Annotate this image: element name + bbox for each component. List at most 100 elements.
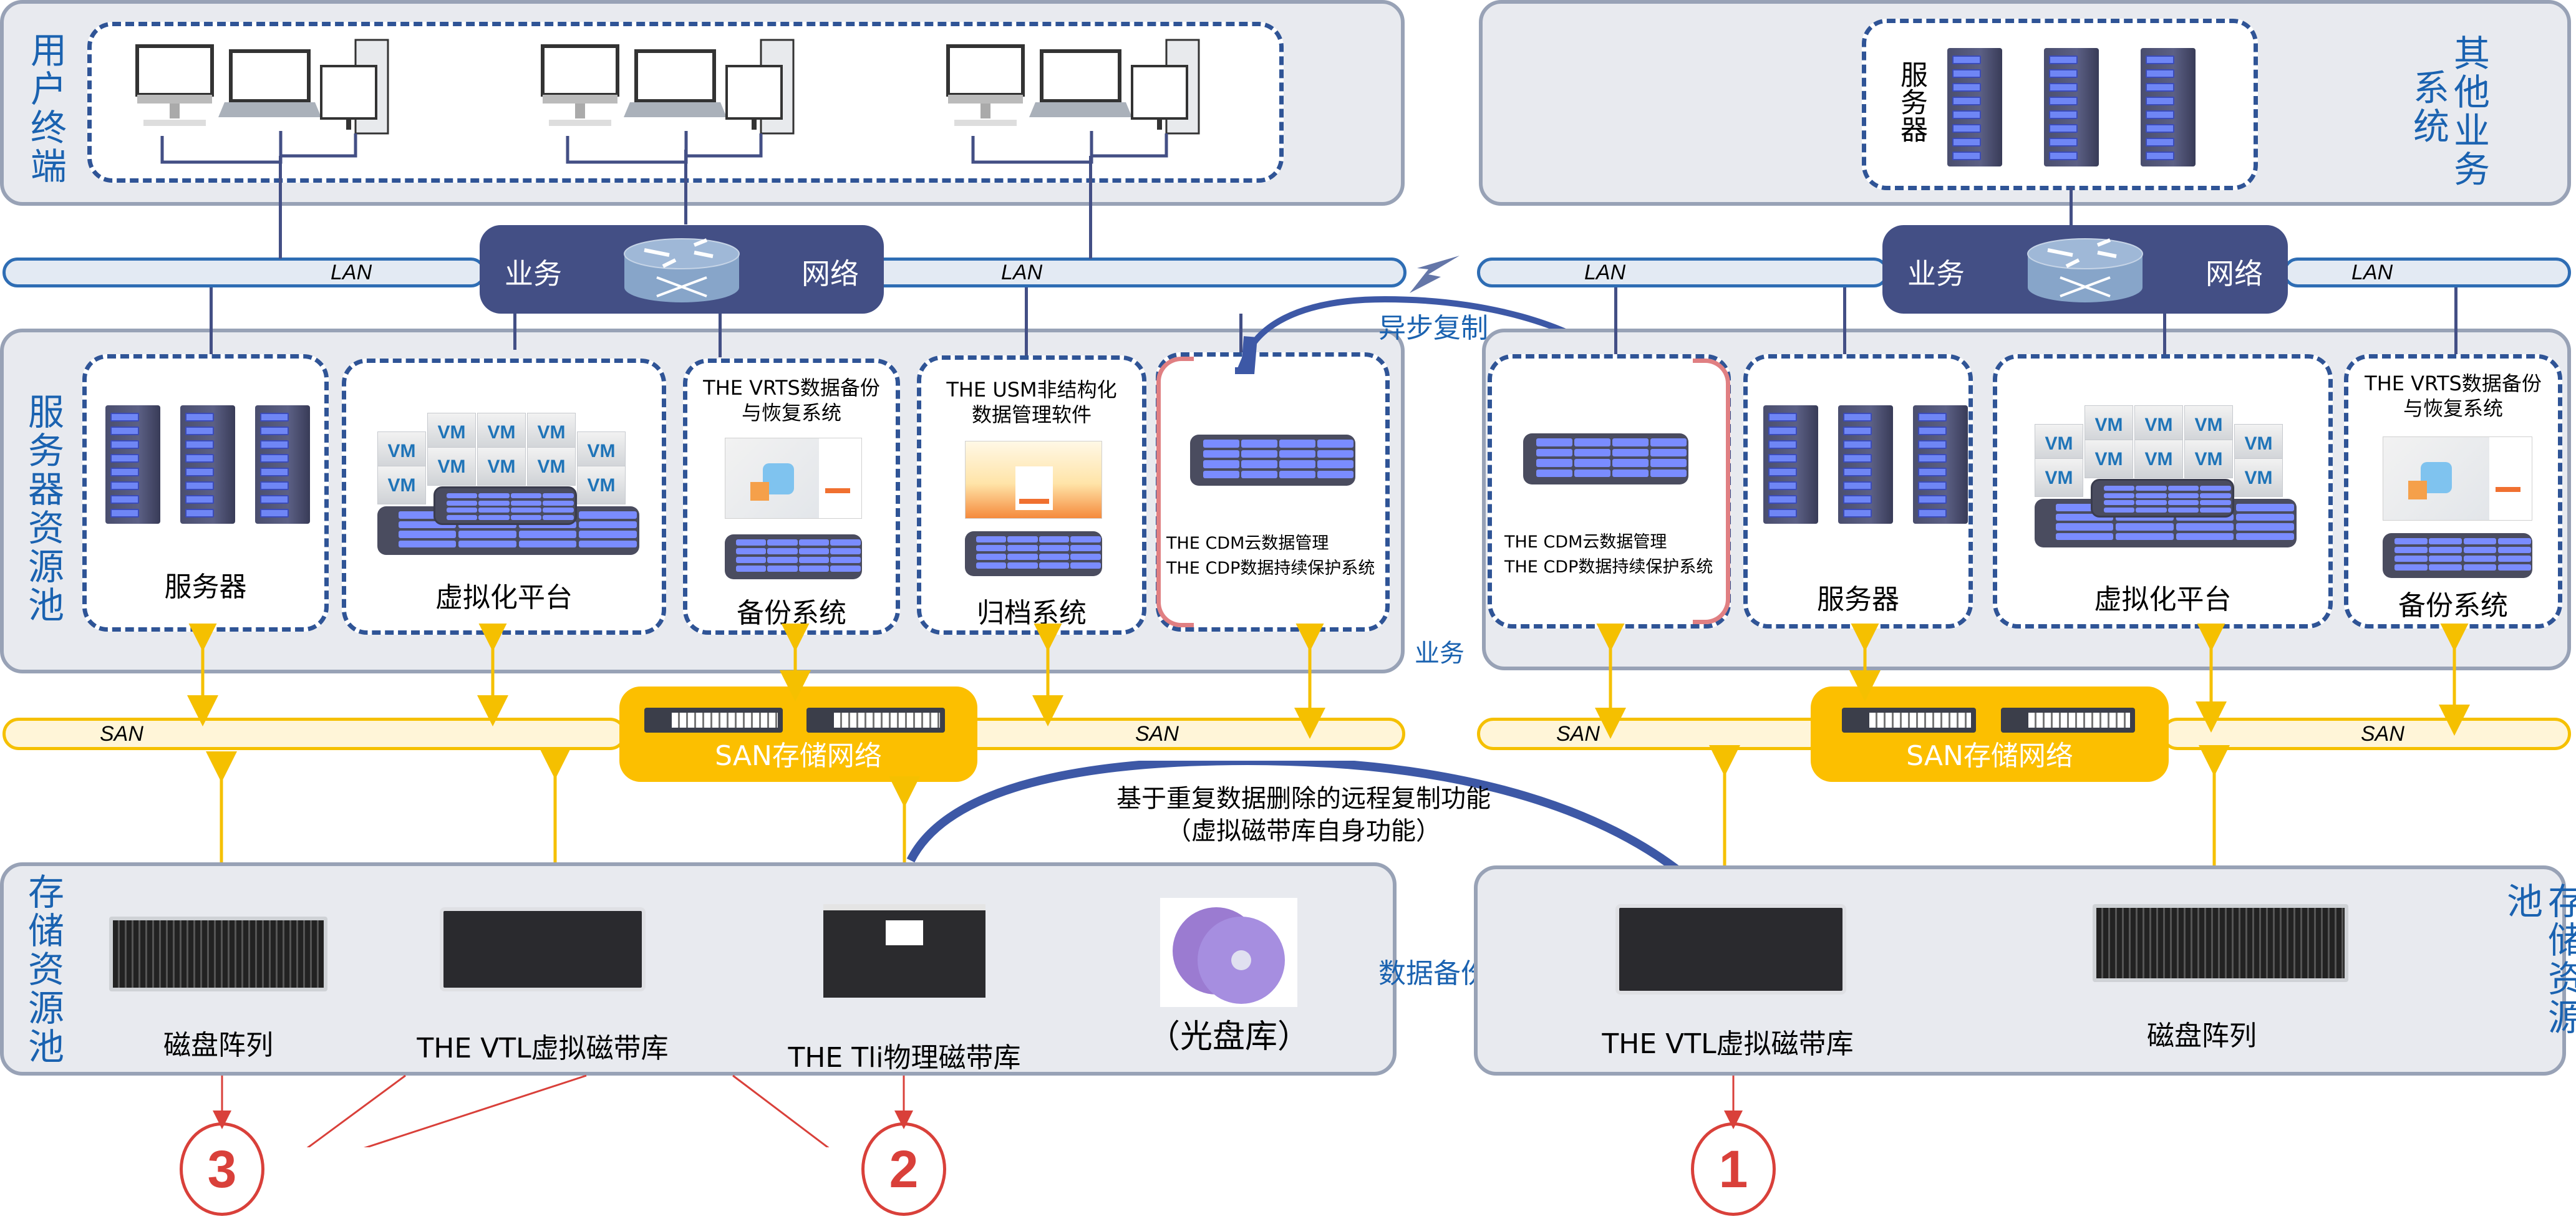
router-icon bbox=[2027, 238, 2143, 302]
connector bbox=[684, 150, 687, 224]
archive-software-title: THE USM非结构化数据管理软件 bbox=[946, 378, 1117, 426]
optical-library-caption: （光盘库） bbox=[1147, 1018, 1310, 1056]
san-storage-network-left: SAN存储网络 bbox=[619, 687, 977, 782]
vm-icon: VM bbox=[577, 466, 626, 504]
vm-icon: VM bbox=[527, 447, 576, 486]
san-network-label: SAN存储网络 bbox=[715, 740, 882, 772]
marker-1: 1 bbox=[1691, 1122, 1776, 1216]
fc-switch-icon bbox=[806, 708, 945, 733]
async-replication-label: 异步复制 bbox=[1378, 312, 1488, 344]
server-rack-icon bbox=[1763, 405, 1818, 524]
marker-2: 2 bbox=[861, 1122, 946, 1216]
archive-system-caption: 归档系统 bbox=[977, 597, 1087, 629]
vm-icon: VM bbox=[2035, 424, 2083, 463]
virtualization-server-icon bbox=[433, 486, 577, 525]
servers-card-right: 服务器 bbox=[1743, 354, 1973, 629]
fc-switch-icon bbox=[2001, 708, 2135, 733]
san-label-left: SAN bbox=[100, 722, 143, 746]
backup-server-icon bbox=[2383, 533, 2532, 578]
virtualization-caption: 虚拟化平台 bbox=[435, 582, 573, 614]
archive-software-screenshot bbox=[965, 441, 1102, 519]
business-network-right-label: 网络 bbox=[2206, 257, 2263, 291]
connector bbox=[1843, 287, 1846, 356]
vtl-appliance-icon bbox=[1615, 904, 1846, 995]
vm-icon: VM bbox=[377, 431, 426, 470]
virtualization-caption-right: 虚拟化平台 bbox=[2094, 584, 2232, 615]
vtl-caption-left: THE VTL虚拟磁带库 bbox=[417, 1033, 669, 1064]
user-terminals-label: 用户终端 bbox=[24, 31, 67, 186]
vtl-caption-right: THE VTL虚拟磁带库 bbox=[1602, 1028, 1854, 1060]
disk-array-icon bbox=[2093, 904, 2348, 982]
other-systems-label-col2: 系统 bbox=[2407, 69, 2449, 146]
san-bar-left-a bbox=[2, 718, 626, 750]
vm-icon: VM bbox=[2134, 405, 2183, 444]
lan-label-right-2: LAN bbox=[2351, 261, 2393, 284]
vm-icon: VM bbox=[2184, 440, 2233, 478]
vm-icon: VM bbox=[2184, 405, 2233, 444]
dedup-replication-label: 基于重复数据删除的远程复制功能 （虚拟磁带库自身功能） bbox=[1023, 783, 1584, 847]
cdm-server-icon bbox=[1523, 433, 1688, 484]
dedup-line-2: （虚拟磁带库自身功能） bbox=[1166, 817, 1441, 846]
laptop-icon bbox=[624, 49, 727, 117]
servers-caption-right: 服务器 bbox=[1817, 584, 1899, 615]
backup-software-screenshot bbox=[725, 438, 862, 519]
workstation-icon bbox=[320, 39, 389, 135]
router-icon bbox=[624, 238, 740, 302]
server-rack-icon bbox=[180, 405, 235, 524]
connector bbox=[2163, 314, 2166, 357]
archive-system-card: THE USM非结构化数据管理软件 归档系统 bbox=[917, 355, 1146, 635]
san-label-right-2: SAN bbox=[2361, 722, 2404, 746]
fc-switch-icon bbox=[644, 708, 783, 733]
connector bbox=[719, 314, 722, 357]
other-servers-group: 服务器 bbox=[1862, 19, 2258, 190]
optical-disc-library-icon bbox=[1160, 898, 1297, 1007]
user-device-group bbox=[135, 39, 389, 164]
lan-bar-left-a bbox=[2, 258, 486, 287]
connector bbox=[2070, 187, 2073, 228]
other-servers-label: 服务器 bbox=[1896, 60, 1927, 143]
connector bbox=[1025, 287, 1028, 356]
storage-pool-label-left: 存储资源池 bbox=[22, 873, 64, 1066]
backup-system-caption-right: 备份系统 bbox=[2398, 590, 2508, 622]
vm-icon: VM bbox=[477, 447, 526, 486]
dedup-line-1: 基于重复数据删除的远程复制功能 bbox=[1116, 784, 1491, 813]
fc-switch-icon bbox=[1842, 708, 1976, 733]
virtualization-server-icon bbox=[377, 506, 639, 555]
disk-array-caption-left: 磁盘阵列 bbox=[163, 1029, 273, 1061]
lan-label-left: LAN bbox=[331, 261, 372, 284]
disk-array-icon bbox=[109, 917, 327, 991]
backup-software-screenshot bbox=[2383, 436, 2532, 521]
san-label-right: SAN bbox=[1556, 722, 1600, 746]
vm-icon: VM bbox=[577, 431, 626, 470]
vm-icon: VM bbox=[477, 413, 526, 451]
backup-system-card-right: THE VRTS数据备份与恢复系统 备份系统 bbox=[2344, 354, 2562, 629]
backup-server-icon bbox=[725, 534, 862, 579]
business-network-right-label: 网络 bbox=[801, 257, 859, 291]
storage-pool-label-right: 存储资源池 bbox=[2501, 882, 2576, 1037]
lan-bar-right-b bbox=[2283, 258, 2571, 287]
vm-icon: VM bbox=[2134, 440, 2183, 478]
san-storage-network-right: SAN存储网络 bbox=[1811, 687, 2169, 782]
vm-icon: VM bbox=[2234, 424, 2283, 463]
desktop-icon bbox=[135, 44, 214, 126]
cdm-server-icon bbox=[1190, 435, 1355, 486]
connector bbox=[279, 156, 282, 259]
workstation-icon bbox=[1131, 39, 1200, 135]
connector bbox=[1239, 314, 1242, 357]
connector bbox=[1614, 287, 1617, 356]
lan-bar-right-a bbox=[1477, 258, 1889, 287]
backup-software-title: THE VRTS数据备份与恢复系统 bbox=[703, 376, 880, 425]
servers-card: 服务器 bbox=[82, 354, 329, 632]
san-bar-right-b bbox=[2161, 718, 2571, 750]
vm-icon: VM bbox=[427, 447, 476, 486]
lan-label-right: LAN bbox=[1584, 261, 1626, 284]
archive-server-icon bbox=[965, 531, 1102, 576]
desktop-icon bbox=[541, 44, 619, 126]
servers-caption: 服务器 bbox=[164, 571, 247, 603]
